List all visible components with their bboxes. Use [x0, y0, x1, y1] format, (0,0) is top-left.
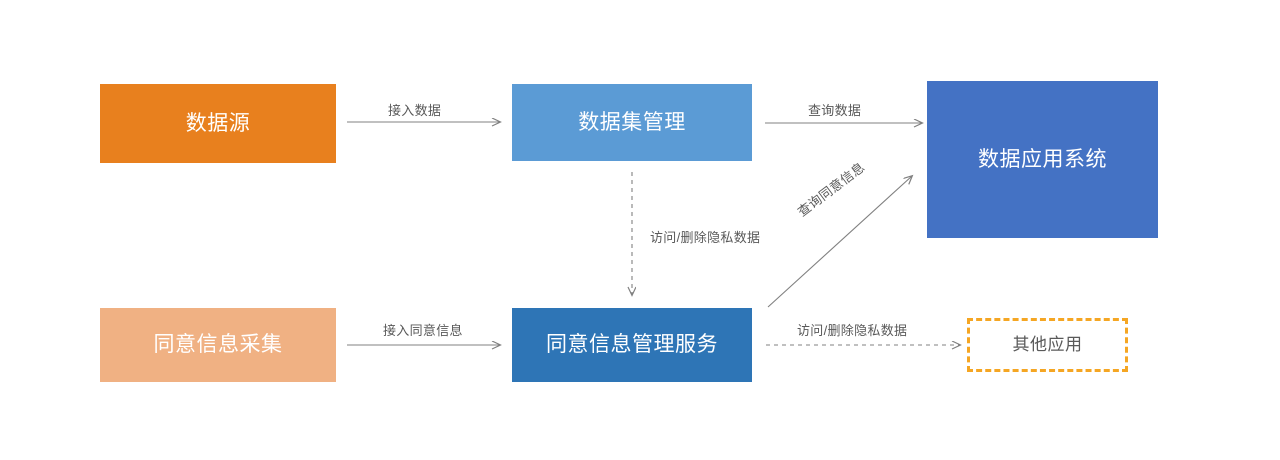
- node-consent-service-label: 同意信息管理服务: [546, 333, 718, 357]
- edge-label-query-consent: 查询同意信息: [794, 159, 868, 220]
- edge-label-query-data: 查询数据: [808, 103, 862, 118]
- node-other-apps[interactable]: 其他应用: [967, 318, 1128, 372]
- edge-label-access-delete-privacy-bottom: 访问/删除隐私数据: [797, 323, 908, 338]
- edge-query-consent: [767, 176, 912, 308]
- node-data-source[interactable]: 数据源: [100, 84, 336, 163]
- node-data-source-label: 数据源: [185, 111, 251, 135]
- edge-label-access-delete-privacy-top: 访问/删除隐私数据: [650, 230, 761, 245]
- node-data-app-system-label: 数据应用系统: [978, 147, 1107, 171]
- node-consent-collect[interactable]: 同意信息采集: [100, 308, 336, 382]
- node-dataset-mgmt-label: 数据集管理: [578, 110, 686, 134]
- node-other-apps-label: 其他应用: [1012, 334, 1083, 354]
- node-dataset-mgmt[interactable]: 数据集管理: [512, 84, 752, 161]
- node-consent-collect-label: 同意信息采集: [153, 333, 283, 357]
- edge-label-ingest-data: 接入数据: [388, 103, 442, 118]
- node-consent-service[interactable]: 同意信息管理服务: [512, 308, 752, 382]
- edge-label-ingest-consent: 接入同意信息: [383, 323, 463, 338]
- node-data-app-system[interactable]: 数据应用系统: [927, 81, 1158, 238]
